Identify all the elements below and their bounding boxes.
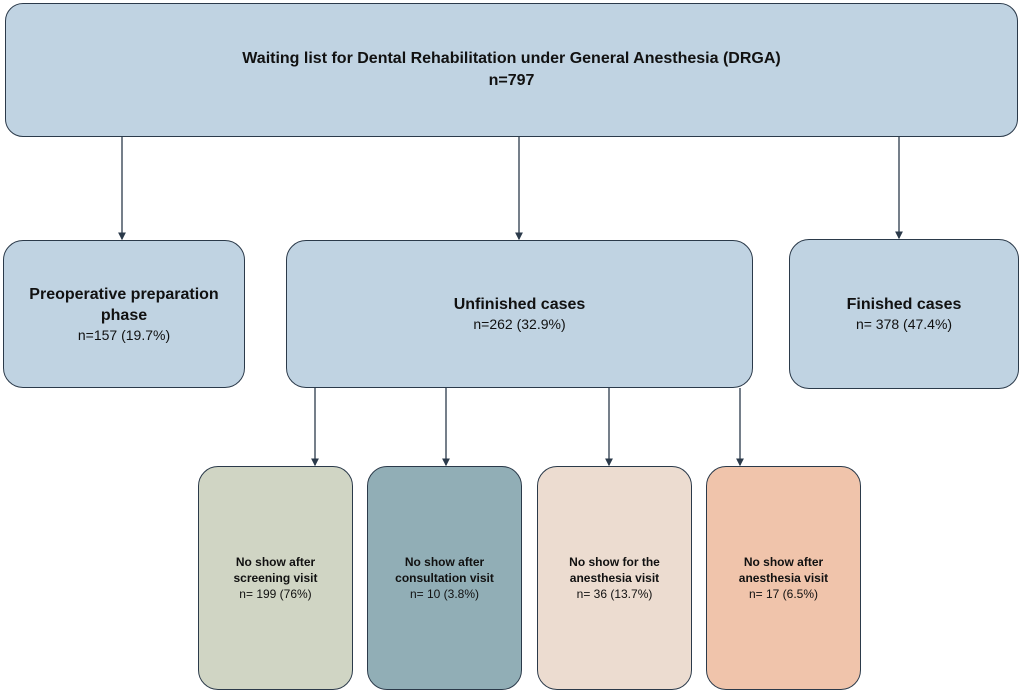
- node-unfinished-cases: Unfinished cases n=262 (32.9%): [286, 240, 753, 388]
- leaf-no-show-after-consultation: No show after consultation visit n= 10 (…: [367, 466, 522, 690]
- node-finished-count: n= 378 (47.4%): [855, 316, 953, 332]
- leaf-title-line1: No show after: [404, 555, 485, 569]
- root-node-title: Waiting list for Dental Rehabilitation u…: [242, 50, 781, 67]
- node-preoperative-title-line1: Preoperative preparation: [29, 285, 219, 303]
- leaf-no-show-after-screening: No show after screening visit n= 199 (76…: [198, 466, 353, 690]
- leaf-title-line1: No show after: [743, 555, 824, 569]
- leaf-title-line1: No show for the: [569, 555, 660, 569]
- leaf-title-line1: No show after: [235, 555, 316, 569]
- node-unfinished-count: n=262 (32.9%): [473, 316, 566, 332]
- leaf-count: n= 10 (3.8%): [409, 587, 480, 601]
- leaf-title-line2: screening visit: [233, 571, 318, 585]
- leaf-count: n= 36 (13.7%): [576, 587, 653, 601]
- leaf-no-show-for-anesthesia-visit: No show for the anesthesia visit n= 36 (…: [537, 466, 692, 690]
- leaf-no-show-after-anesthesia-visit: No show after anesthesia visit n= 17 (6.…: [706, 466, 861, 690]
- leaf-count: n= 17 (6.5%): [748, 587, 819, 601]
- root-node-count: n=797: [488, 72, 535, 89]
- root-node-waiting-list: Waiting list for Dental Rehabilitation u…: [5, 3, 1018, 137]
- leaf-title-line2: anesthesia visit: [738, 571, 829, 585]
- leaf-title-line2: consultation visit: [395, 571, 494, 585]
- node-finished-cases: Finished cases n= 378 (47.4%): [789, 239, 1019, 389]
- leaf-title-line2: anesthesia visit: [569, 571, 660, 585]
- node-preoperative-phase: Preoperative preparation phase n=157 (19…: [3, 240, 245, 388]
- node-finished-title: Finished cases: [846, 296, 962, 313]
- node-preoperative-title-line2: phase: [100, 306, 148, 324]
- node-preoperative-count: n=157 (19.7%): [77, 326, 171, 343]
- node-unfinished-title: Unfinished cases: [453, 296, 586, 313]
- leaf-count: n= 199 (76%): [239, 587, 312, 601]
